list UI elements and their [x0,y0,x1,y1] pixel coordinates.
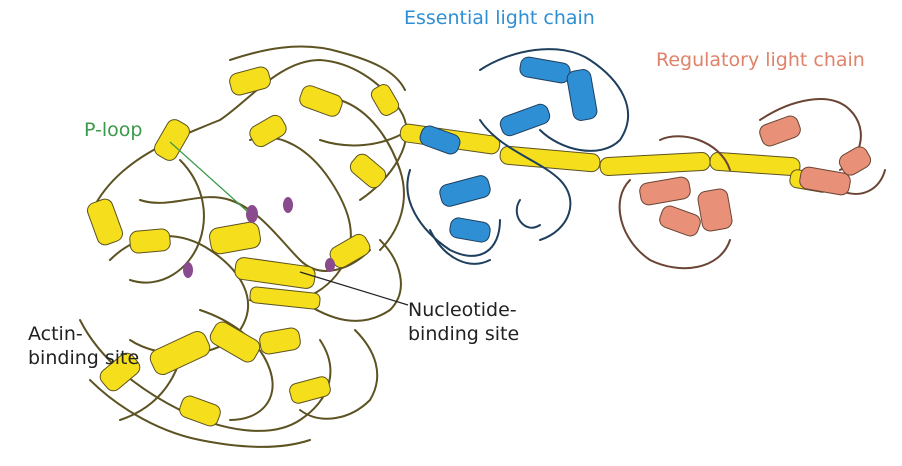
regulatory-light-chain-helices [639,115,872,237]
nucleotide-molecule [183,197,335,278]
p-loop-label: P-loop [84,119,143,141]
heavy-chain-helices [87,66,831,427]
nucleotide-binding-site-label: Nucleotide- binding site [408,299,520,345]
essential-light-chain-label: Essential light chain [404,7,595,29]
label-leader-lines [169,141,409,306]
actin-binding-site-label: Actin- binding site [28,323,140,369]
regulatory-light-chain-label: Regulatory light chain [656,49,865,71]
essential-light-chain-coil [406,48,630,265]
p-loop-leader-line [169,141,249,213]
nucleotide-site-leader-line [299,271,409,306]
essential-light-chain-helices [419,56,598,243]
